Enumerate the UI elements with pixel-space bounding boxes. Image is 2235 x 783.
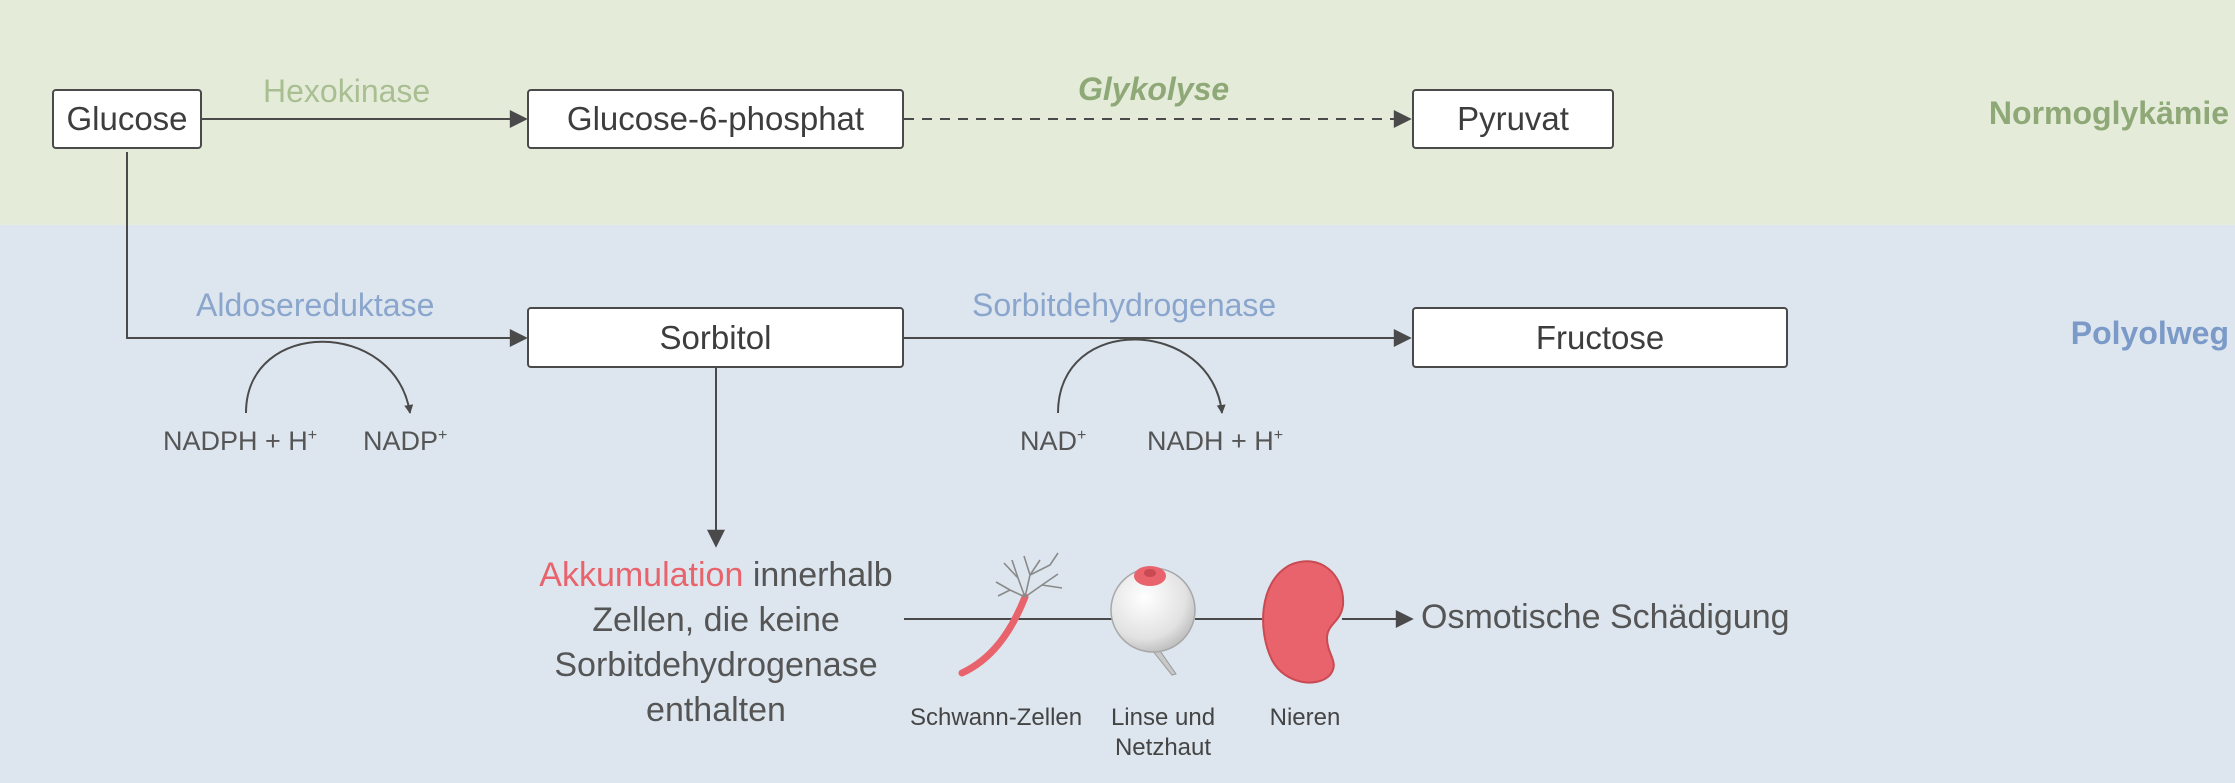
label-linse-netzhaut: Linse und Netzhaut bbox=[1093, 703, 1233, 763]
cofactor-nadh-text: NADH + H bbox=[1147, 426, 1274, 456]
schwann-cell-icon bbox=[958, 552, 1063, 677]
cofactor-nadp-text: NADP bbox=[363, 426, 439, 456]
node-glucose: Glucose bbox=[52, 89, 202, 149]
accumulation-line-1: Akkumulation innerhalb bbox=[500, 553, 932, 598]
cofactor-nadph: NADPH + H+ bbox=[163, 428, 317, 455]
accumulation-line-3: Sorbitdehydrogenase bbox=[554, 646, 878, 684]
accumulation-rest: innerhalb bbox=[743, 556, 893, 594]
section-normoglykaemie: Normoglykämie bbox=[1988, 95, 2229, 131]
arrow-glucose-to-sorbitol bbox=[126, 152, 528, 347]
cofactor-curve-sorbitdehydrogenase bbox=[1057, 338, 1226, 414]
label-schwann-zellen: Schwann-Zellen bbox=[910, 704, 1083, 731]
cofactor-nadp: NADP+ bbox=[363, 428, 447, 455]
node-sorbitol: Sorbitol bbox=[527, 307, 904, 368]
cofactor-nadph-charge: + bbox=[307, 427, 318, 444]
node-pyruvat: Pyruvat bbox=[1412, 89, 1614, 149]
accumulation-text: Akkumulation innerhalb Zellen, die keine… bbox=[500, 553, 932, 733]
label-linse: Linse und bbox=[1110, 704, 1216, 731]
section-polyolweg: Polyolweg bbox=[2070, 315, 2229, 351]
cofactor-nadp-charge: + bbox=[438, 427, 448, 444]
label-aldosereduktase: Aldosereduktase bbox=[196, 287, 435, 323]
polyol-band bbox=[0, 225, 2235, 783]
node-fructose: Fructose bbox=[1412, 307, 1788, 368]
cofactor-nadh: NADH + H+ bbox=[1147, 428, 1283, 455]
cofactor-nad-charge: + bbox=[1077, 427, 1087, 444]
node-glucose-6-phosphat: Glucose-6-phosphat bbox=[527, 89, 904, 149]
outcome-osmotische-schaedigung: Osmotische Schädigung bbox=[1421, 598, 1790, 636]
cofactor-nad-text: NAD bbox=[1020, 426, 1078, 456]
accumulation-line-2: Zellen, die keine bbox=[592, 601, 840, 639]
accumulation-line-4: enthalten bbox=[646, 691, 786, 729]
cofactor-nad: NAD+ bbox=[1020, 428, 1086, 455]
cofactor-curve-aldosereduktase bbox=[245, 340, 414, 414]
label-hexokinase: Hexokinase bbox=[263, 73, 431, 109]
kidney-icon bbox=[1262, 560, 1345, 684]
eye-icon bbox=[1110, 566, 1196, 676]
label-nieren: Nieren bbox=[1269, 704, 1341, 731]
label-glykolyse: Glykolyse bbox=[1078, 71, 1230, 107]
label-sorbitdehydrogenase: Sorbitdehydrogenase bbox=[972, 287, 1277, 323]
cofactor-nadh-charge: + bbox=[1273, 427, 1284, 444]
cofactor-nadph-text: NADPH + H bbox=[163, 426, 308, 456]
normoglycemia-band bbox=[0, 0, 2235, 225]
label-netzhaut: Netzhaut bbox=[1114, 734, 1212, 761]
accumulation-highlight: Akkumulation bbox=[539, 556, 744, 594]
